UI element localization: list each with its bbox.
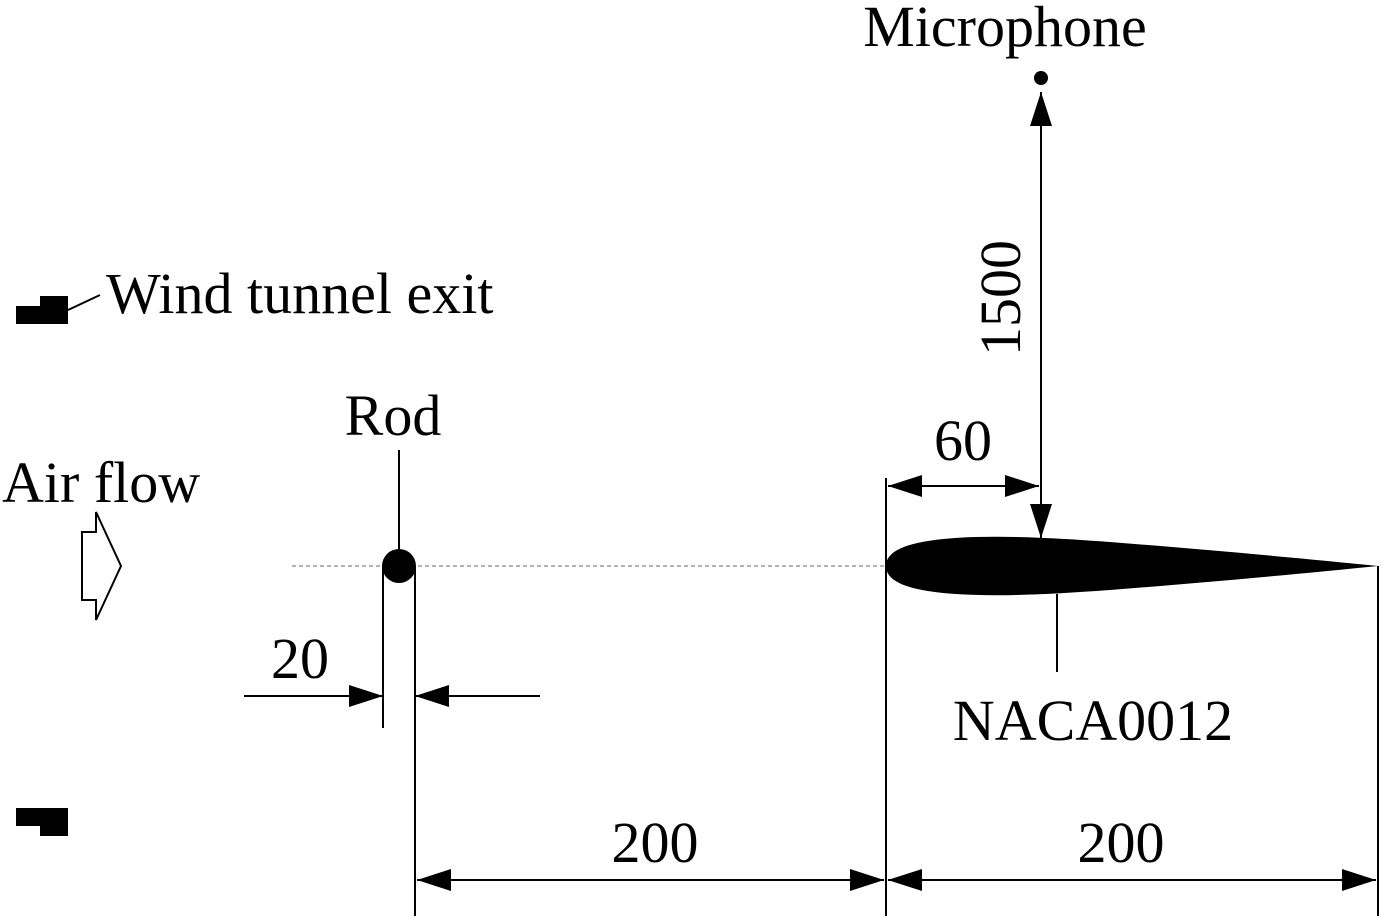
airfoil-label: NACA0012 [953,688,1233,753]
rod-label: Rod [345,383,442,448]
rod-diameter-value: 20 [271,626,329,691]
wind-tunnel-exit-upper [16,296,68,324]
chord-value: 200 [1078,810,1165,875]
wind-tunnel-exit-leader [67,294,101,311]
rod-cross-section [382,549,416,583]
mic-offset-value: 60 [934,408,992,473]
wind-tunnel-exit-label: Wind tunnel exit [106,261,493,326]
microphone-label: Microphone [863,0,1147,59]
air-flow-arrow-icon [81,511,123,621]
rod-to-airfoil-value: 200 [612,810,699,875]
microphone-dot [1034,71,1048,85]
air-flow-label: Air flow [2,450,200,515]
mic-height-value: 1500 [968,240,1033,356]
naca0012-airfoil [886,536,1378,596]
wind-tunnel-exit-lower [16,808,68,836]
